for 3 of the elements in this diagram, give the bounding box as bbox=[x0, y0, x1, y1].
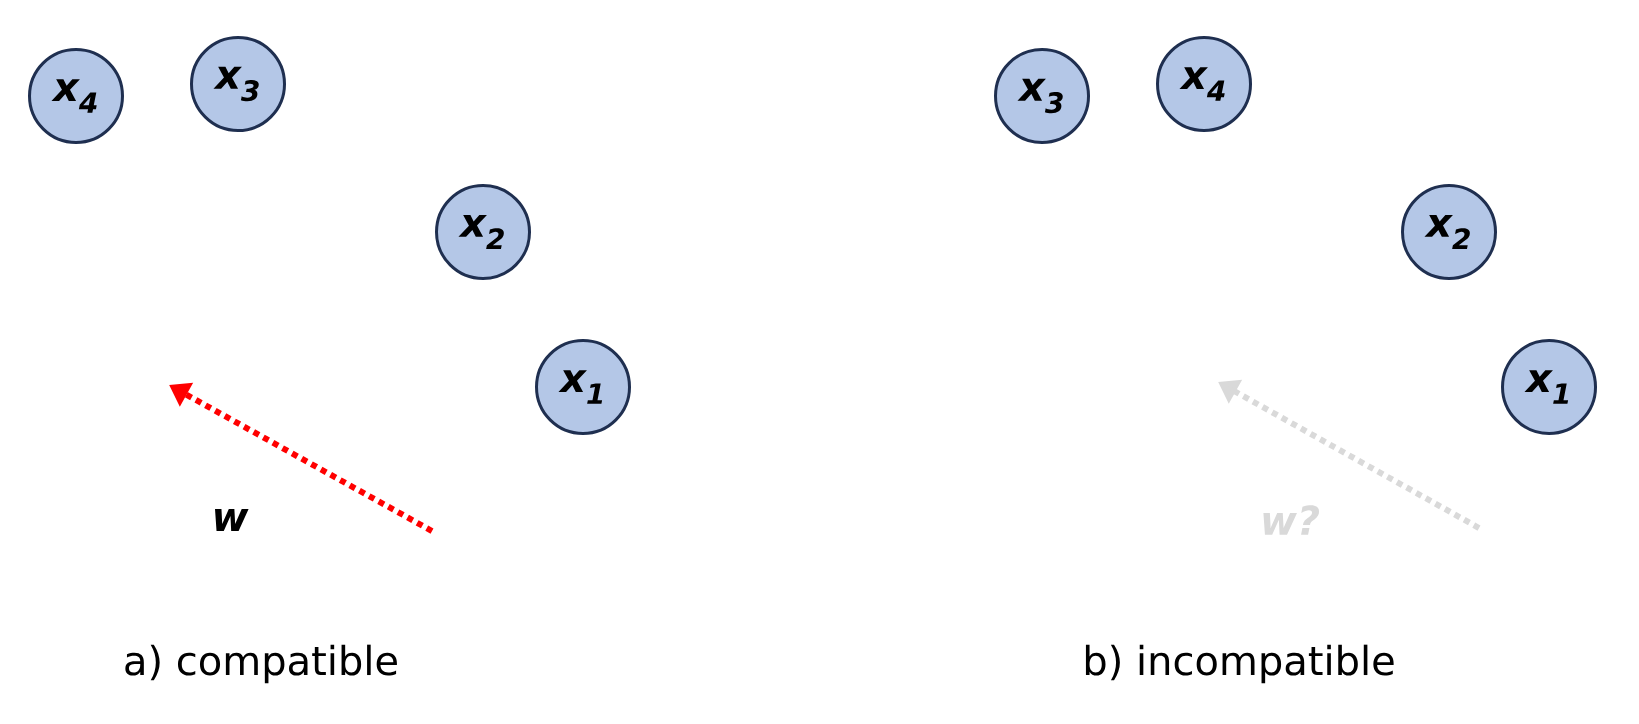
panel-caption: a) compatible bbox=[125, 644, 397, 684]
panel-caption: b) incompatible bbox=[1085, 644, 1394, 684]
vector-label: w bbox=[215, 509, 249, 531]
